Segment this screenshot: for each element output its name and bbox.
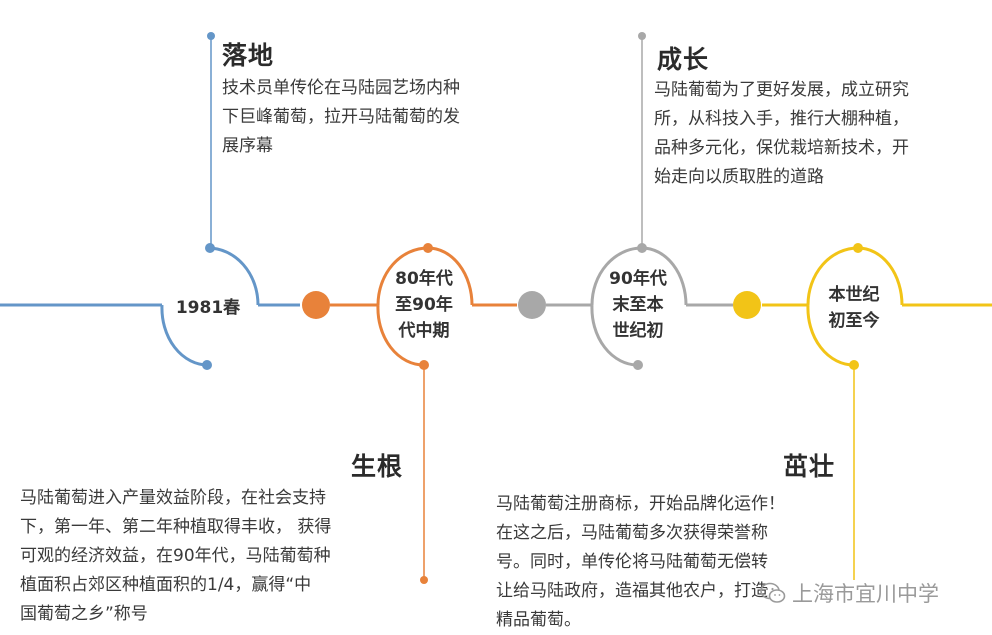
event-text-2: 马陆葡萄进入产量效益阶段，在社会支持 下，第一年、第二年种植取得丰收， 获得 可…	[20, 488, 332, 624]
event-text-3: 马陆葡萄为了更好发展，成立研究 所，从科技入手，推行大棚种植， 品种多元化，保优…	[654, 80, 909, 187]
period-label-present: 本世纪 初至今	[828, 285, 880, 331]
arc-2b	[427, 246, 474, 306]
node-3	[518, 291, 546, 319]
connector-dot-1-mid	[205, 243, 215, 253]
event-title-4: 茁壮	[783, 452, 836, 481]
segment-80s	[330, 246, 517, 580]
connector-dot-4-mid	[849, 360, 859, 370]
node-4	[733, 291, 761, 319]
arc-1	[160, 246, 260, 367]
connector-dot-1-top	[207, 32, 215, 40]
period-label-1981: 1981春	[175, 298, 241, 318]
event-text-1: 技术员单传伦在马陆园艺场内种 下巨峰葡萄，拉开马陆葡萄的发 展序幕	[222, 78, 460, 156]
connector-dot-2-mid	[419, 360, 429, 370]
event-title-3: 成长	[657, 45, 710, 74]
arc-dot-2-top	[423, 243, 433, 253]
arc-3b	[641, 246, 688, 306]
connector-dot-3-top	[638, 32, 646, 40]
segment-90s	[546, 36, 733, 367]
arc-4	[806, 246, 859, 367]
watermark: 上海市宜川中学	[760, 578, 939, 608]
event-title-1: 落地	[222, 41, 275, 70]
event-text-4: 马陆葡萄注册商标，开始品牌化运作！ 在这之后，马陆葡萄多次获得荣誉称 号。同时，…	[496, 494, 785, 630]
arc-2	[376, 246, 429, 367]
period-label-80s: 80年代 至90年 代中期	[395, 269, 453, 341]
arc-4b	[857, 246, 904, 306]
connector-dot-2-bottom	[420, 576, 428, 584]
arc-dot-3-bottom	[633, 360, 643, 370]
period-label-90s: 90年代 末至本 世纪初	[609, 269, 667, 341]
segment-1981	[0, 36, 300, 367]
wechat-icon	[760, 582, 786, 603]
event-title-2: 生根	[351, 452, 404, 481]
connector-dot-3-mid	[637, 243, 647, 253]
arc-3	[590, 246, 643, 367]
segment-present	[762, 246, 992, 580]
node-2	[302, 291, 330, 319]
arc-dot-1-bottom	[202, 360, 212, 370]
watermark-text: 上海市宜川中学	[792, 582, 939, 606]
arc-dot-4-top	[853, 243, 863, 253]
